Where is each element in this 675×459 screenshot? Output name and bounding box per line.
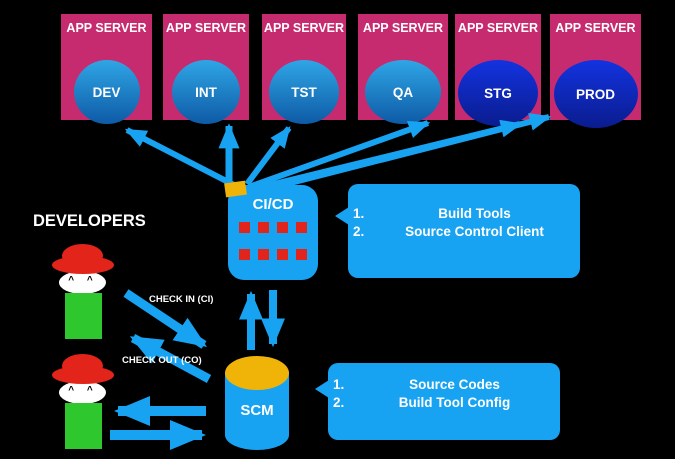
developers-heading: DEVELOPERS bbox=[33, 212, 146, 230]
check-in-label: CHECK IN (CI) bbox=[149, 294, 214, 305]
developer-eyes: ^ ^ bbox=[68, 275, 98, 286]
list-number: 2. bbox=[353, 224, 365, 239]
app-server-title: APP SERVER bbox=[66, 21, 147, 35]
developer-icon: ^ ^ bbox=[52, 244, 114, 340]
env-circle-qa: QA bbox=[365, 60, 441, 124]
developer-icon: ^ ^ bbox=[52, 354, 114, 450]
arrow-cicd-to-tst bbox=[244, 126, 292, 186]
env-label: QA bbox=[392, 84, 414, 100]
env-label: DEV bbox=[92, 84, 121, 100]
list-text: Build Tools bbox=[438, 206, 511, 221]
connector-node-icon bbox=[224, 180, 247, 198]
indicator-square-icon bbox=[239, 249, 250, 260]
env-label: TST bbox=[291, 84, 317, 100]
developer-body-icon bbox=[65, 403, 102, 449]
env-circle-stg: STG bbox=[458, 60, 538, 126]
developer-body-icon bbox=[65, 293, 102, 339]
arrow-cicd-to-dev bbox=[124, 127, 238, 189]
list-number: 2. bbox=[333, 395, 345, 410]
app-server-box-tst: APP SERVER TST bbox=[262, 14, 346, 124]
scm-label: SCM bbox=[240, 402, 274, 419]
cicd-indicator-row bbox=[228, 249, 318, 260]
developer-face-icon bbox=[59, 381, 106, 404]
env-circle-dev: DEV bbox=[73, 60, 140, 124]
app-server-title: APP SERVER bbox=[263, 21, 345, 35]
developer-eyes: ^ ^ bbox=[68, 385, 98, 396]
indicator-square-icon bbox=[296, 249, 307, 260]
app-server-title: APP SERVER bbox=[165, 21, 247, 35]
cicd-indicator-row bbox=[228, 222, 318, 233]
cicd-box: CI/CD bbox=[228, 185, 318, 280]
build-tools-bubble: 1. Build Tools 2. Source Control Client bbox=[335, 184, 580, 278]
cicd-label: CI/CD bbox=[252, 196, 294, 213]
list-number: 1. bbox=[353, 206, 365, 221]
list-text: Build Tool Config bbox=[398, 395, 511, 410]
developer-hat-brim-icon bbox=[52, 366, 114, 384]
source-codes-bubble: 1. Source Codes 2. Build Tool Config bbox=[315, 363, 560, 440]
app-server-box-stg: APP SERVER STG bbox=[455, 14, 541, 126]
bubble-line: 1. Build Tools bbox=[348, 205, 580, 223]
app-server-box-qa: APP SERVER QA bbox=[358, 14, 448, 124]
scm-database: SCM bbox=[225, 356, 289, 450]
bubble-tail-icon bbox=[335, 207, 349, 225]
env-label: INT bbox=[195, 84, 217, 100]
check-out-label: CHECK OUT (CO) bbox=[122, 355, 202, 366]
scm-cylinder-top bbox=[225, 356, 289, 390]
bubble-line: 1. Source Codes bbox=[328, 376, 560, 394]
env-circle-prod: PROD bbox=[553, 60, 638, 128]
list-text: Source Control Client bbox=[405, 224, 544, 239]
developer-hat-brim-icon bbox=[52, 256, 114, 274]
bubble-tail-icon bbox=[315, 380, 329, 398]
indicator-square-icon bbox=[239, 222, 250, 233]
arrow-checkin-dev-to-scm bbox=[123, 289, 207, 349]
list-text: Source Codes bbox=[409, 377, 500, 392]
app-server-box-prod: APP SERVER PROD bbox=[550, 14, 641, 128]
arrow-cicd-to-prod bbox=[250, 113, 552, 196]
arrow-scm-to-developer bbox=[129, 334, 212, 383]
env-label: STG bbox=[484, 85, 512, 101]
bubble-line: 2. Build Tool Config bbox=[328, 394, 560, 412]
bubble-line: 2. Source Control Client bbox=[348, 223, 580, 241]
env-label: PROD bbox=[575, 86, 615, 102]
app-server-box-int: APP SERVER INT bbox=[163, 14, 249, 124]
app-server-title: APP SERVER bbox=[362, 21, 444, 35]
developer-face-icon bbox=[59, 271, 106, 294]
app-server-box-dev: APP SERVER DEV bbox=[61, 14, 152, 124]
indicator-square-icon bbox=[258, 222, 269, 233]
env-circle-tst: TST bbox=[269, 60, 339, 124]
indicator-square-icon bbox=[277, 222, 288, 233]
list-number: 1. bbox=[333, 377, 345, 392]
indicator-square-icon bbox=[277, 249, 288, 260]
env-circle-int: INT bbox=[172, 60, 240, 124]
app-server-title: APP SERVER bbox=[457, 21, 539, 35]
indicator-square-icon bbox=[296, 222, 307, 233]
indicator-square-icon bbox=[258, 249, 269, 260]
arrow-cicd-to-qa bbox=[247, 120, 431, 190]
app-server-title: APP SERVER bbox=[555, 21, 636, 35]
